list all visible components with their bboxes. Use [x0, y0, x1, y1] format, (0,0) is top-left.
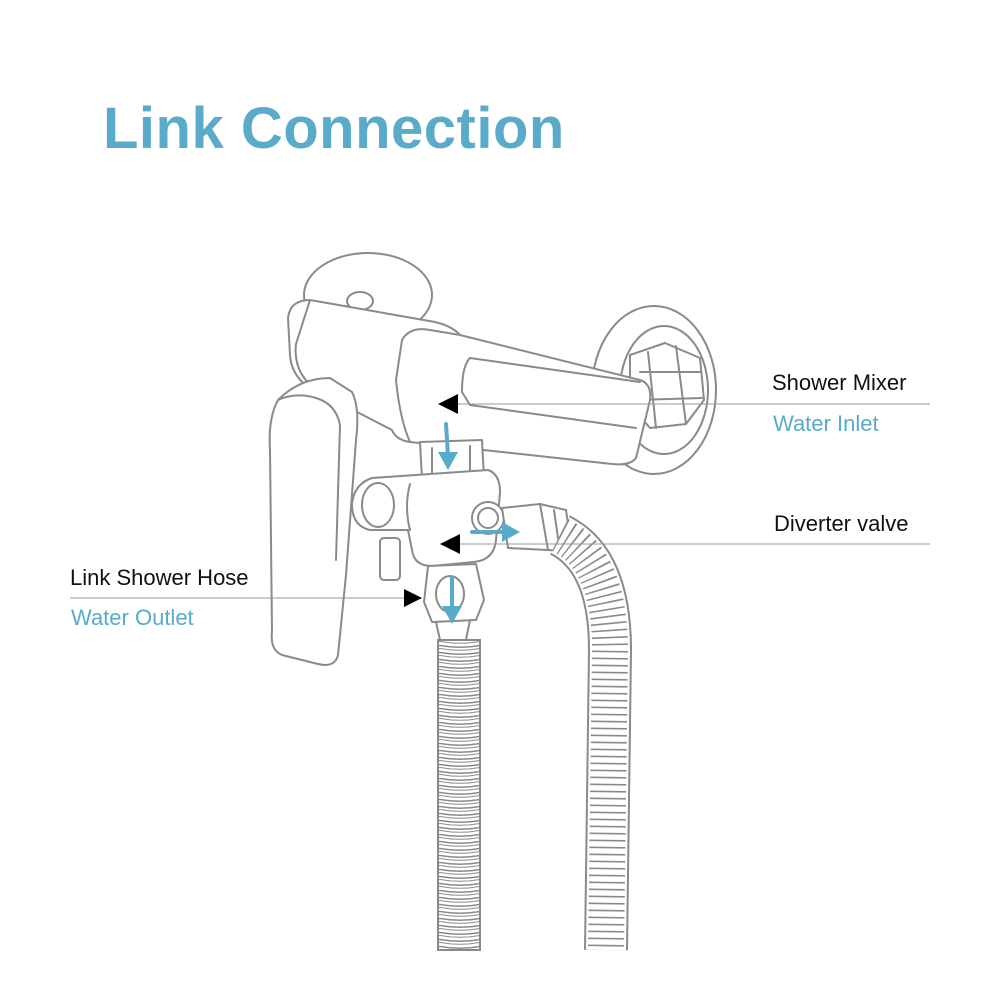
flow-arrow-outlet [442, 576, 462, 624]
diagram-title: Link Connection [103, 96, 565, 161]
lever-handle [268, 377, 359, 666]
label-link-shower-hose: Link Shower Hose [70, 565, 249, 590]
support-post [379, 537, 401, 581]
flow-arrow-inlet [438, 422, 458, 470]
mixer-body [287, 299, 652, 466]
pointer-diverter [440, 534, 460, 554]
flow-arrow-side [470, 522, 520, 542]
pointer-mixer [438, 394, 458, 414]
curved-hose [549, 515, 633, 951]
label-water-outlet: Water Outlet [71, 605, 194, 630]
diverter-valve-body [351, 469, 505, 567]
vertical-shower-hose [437, 639, 481, 951]
label-water-inlet: Water Inlet [773, 411, 879, 436]
pointer-hose [404, 589, 422, 607]
label-diverter-valve: Diverter valve [774, 511, 909, 536]
label-shower-mixer: Shower Mixer [772, 370, 907, 395]
